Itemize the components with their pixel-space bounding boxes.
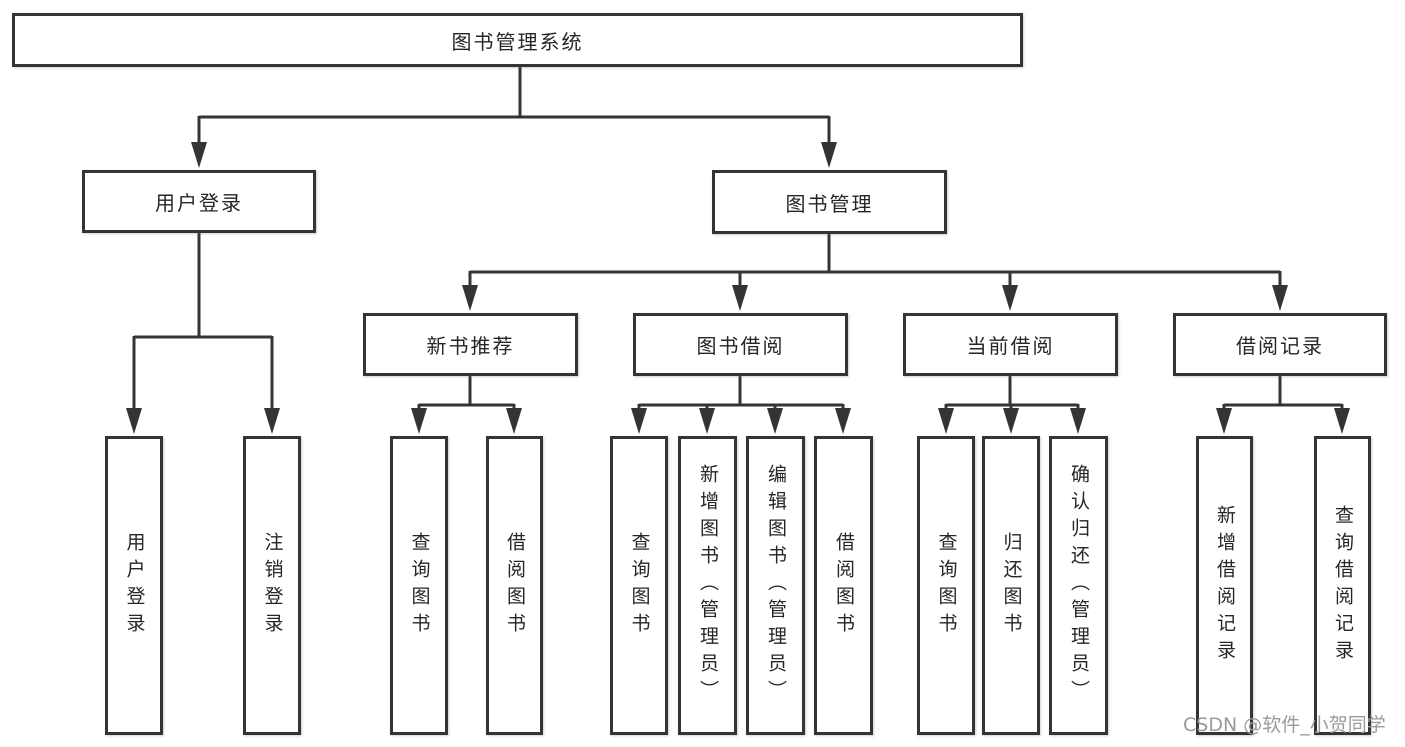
- node-book-borrow: 图书借阅: [633, 313, 848, 376]
- node-book-borrow-label: 图书借阅: [696, 334, 785, 358]
- node-leaf-borrow-query-book: 查询图书: [610, 436, 668, 735]
- node-leaf-current-query-book: 查询图书: [917, 436, 975, 735]
- node-new-book-rec: 新书推荐: [363, 313, 578, 376]
- connector-borrow-record-split: [1216, 374, 1350, 434]
- node-leaf-current-confirm-return-label: 确认归还（管理员）: [1067, 464, 1090, 707]
- node-leaf-record-add-label: 新增借阅记录: [1213, 504, 1236, 667]
- node-leaf-record-query-label: 查询借阅记录: [1331, 504, 1354, 667]
- connector-new-book-split: [411, 374, 522, 434]
- node-leaf-current-return-book: 归还图书: [982, 436, 1040, 735]
- node-user-login-group: 用户登录: [82, 170, 316, 233]
- csdn-watermark: CSDN @软件_小贺同学: [1183, 714, 1386, 736]
- node-book-mgmt-group: 图书管理: [712, 170, 947, 234]
- node-borrow-record-label: 借阅记录: [1236, 334, 1324, 358]
- node-leaf-borrow-query-book-label: 查询图书: [628, 531, 651, 640]
- node-leaf-borrow-add-book: 新增图书（管理员）: [678, 436, 737, 735]
- node-leaf-record-query: 查询借阅记录: [1314, 436, 1371, 735]
- connector-user-login-split: [126, 231, 280, 434]
- node-current-borrow: 当前借阅: [903, 313, 1118, 376]
- connector-current-borrow-split: [938, 374, 1086, 434]
- node-leaf-record-add: 新增借阅记录: [1196, 436, 1253, 735]
- node-borrow-record: 借阅记录: [1173, 313, 1387, 376]
- connector-book-mgmt-split: [462, 232, 1288, 311]
- node-leaf-borrow-borrow-book: 借阅图书: [814, 436, 873, 735]
- node-leaf-borrow-edit-book-label: 编辑图书（管理员）: [764, 464, 787, 707]
- node-root: 图书管理系统: [12, 13, 1023, 67]
- node-current-borrow-label: 当前借阅: [966, 334, 1055, 358]
- node-user-login-group-label: 用户登录: [155, 191, 243, 215]
- node-book-mgmt-group-label: 图书管理: [785, 191, 874, 216]
- node-leaf-borrow-borrow-book-label: 借阅图书: [832, 531, 855, 640]
- node-leaf-current-query-book-label: 查询图书: [935, 531, 958, 640]
- node-new-book-rec-label: 新书推荐: [426, 334, 515, 358]
- node-leaf-newrec-borrow-book: 借阅图书: [486, 436, 543, 735]
- node-leaf-newrec-query-book: 查询图书: [390, 436, 448, 735]
- node-leaf-user-login: 用户登录: [105, 436, 163, 735]
- connector-book-borrow-split: [631, 374, 851, 434]
- node-leaf-borrow-edit-book: 编辑图书（管理员）: [746, 436, 805, 735]
- node-leaf-newrec-borrow-book-label: 借阅图书: [503, 531, 526, 640]
- node-leaf-current-confirm-return: 确认归还（管理员）: [1049, 436, 1108, 735]
- node-leaf-user-login-label: 用户登录: [123, 531, 146, 640]
- node-leaf-borrow-add-book-label: 新增图书（管理员）: [696, 464, 719, 707]
- node-leaf-newrec-query-book-label: 查询图书: [408, 531, 431, 640]
- node-leaf-logout: 注销登录: [243, 436, 301, 735]
- node-leaf-logout-label: 注销登录: [261, 531, 284, 640]
- node-root-label: 图书管理系统: [451, 29, 584, 54]
- node-leaf-current-return-book-label: 归还图书: [1000, 531, 1023, 640]
- connector-root-split: [191, 66, 837, 168]
